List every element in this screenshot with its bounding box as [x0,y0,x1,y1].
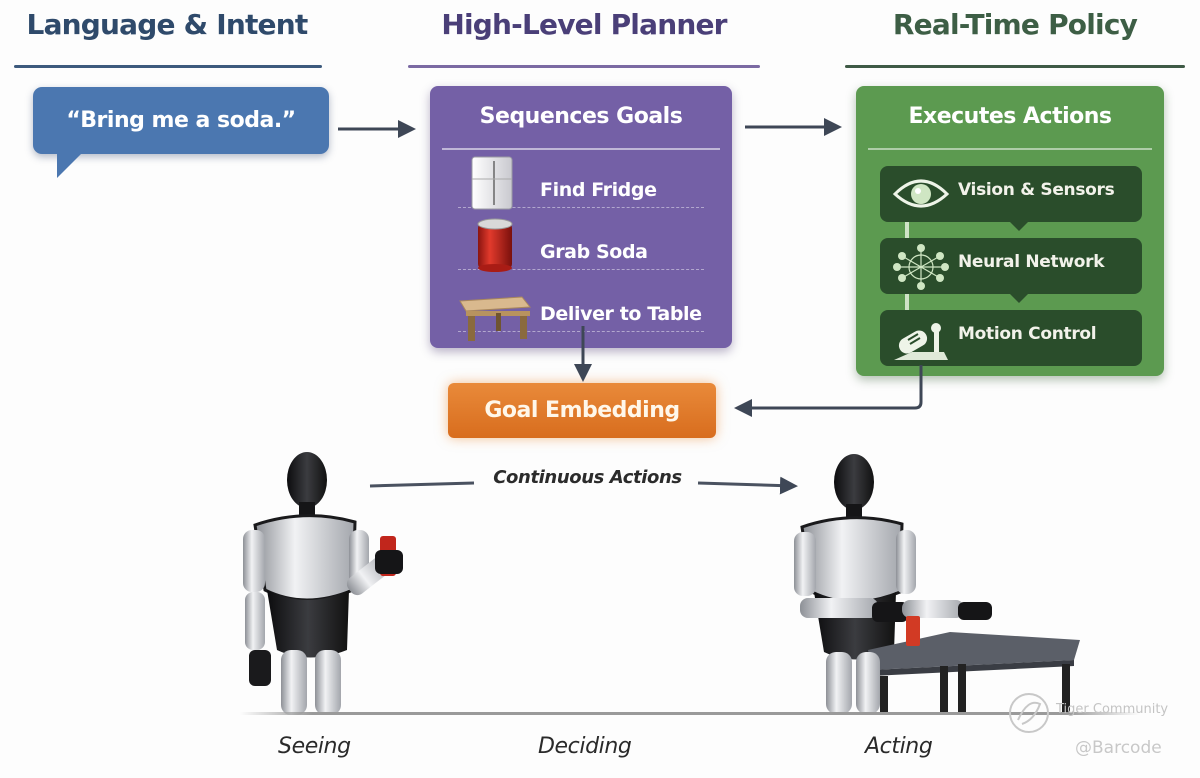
card-divider [442,148,720,150]
column-divider [14,65,322,68]
goal-label: Grab Soda [540,241,648,263]
neural-network-icon [892,244,950,294]
goal-embedding-label: Goal Embedding [484,398,680,423]
column-divider [408,65,760,68]
continuous-actions-arrow-right [697,476,798,495]
policy-card-title: Executes Actions [908,104,1112,129]
tiger-community-logo-icon [1009,693,1049,733]
goal-label: Find Fridge [540,179,657,201]
step-item: Vision & Sensors [880,166,1142,222]
column-divider [845,65,1185,68]
eye-icon [892,172,950,220]
planner-card: Sequences Goals Find Fridge Grab Soda [430,86,732,348]
goal-embedding-box: Goal Embedding [448,383,716,438]
step-item: Motion Control [880,310,1142,366]
step-label: Motion Control [958,324,1097,344]
goal-item: Find Fridge [458,156,704,210]
goal-item: Deliver to Table [458,282,704,341]
column-title-high-level-planner: High-Level Planner [441,8,727,41]
floor-line [240,712,1140,715]
speech-bubble-tail [57,150,85,178]
step-label: Neural Network [958,252,1105,272]
column-title-language-intent: Language & Intent [26,8,309,41]
step-flow-notch [1010,294,1028,303]
speech-bubble: “Bring me a soda.” [33,87,329,154]
stage-label-deciding: Deciding [538,734,632,759]
stage-label-seeing: Seeing [278,734,351,759]
continuous-actions-label: Continuous Actions [493,467,682,488]
goal-item: Grab Soda [458,218,704,272]
stage-label-acting: Acting [865,734,933,759]
watermark-handle: @Barcode [1075,738,1162,758]
fridge-icon [470,155,514,215]
card-divider [868,148,1152,150]
robot-at-table [794,454,1080,714]
soda-can-icon [476,217,514,277]
step-label: Vision & Sensors [958,180,1115,200]
step-flow-notch [1010,222,1028,231]
step-item: Neural Network [880,238,1142,294]
robot-holding-soda [243,452,403,715]
goal-label: Deliver to Table [540,303,702,325]
watermark-community: Tiger Community [1056,702,1169,717]
speech-bubble-text: “Bring me a soda.” [66,108,296,133]
planner-card-title: Sequences Goals [479,104,683,129]
policy-card: Executes Actions Vision & Sensors [856,86,1164,376]
motion-control-icon [892,316,950,368]
column-title-real-time-policy: Real-Time Policy [892,8,1138,41]
table-icon [452,293,532,347]
